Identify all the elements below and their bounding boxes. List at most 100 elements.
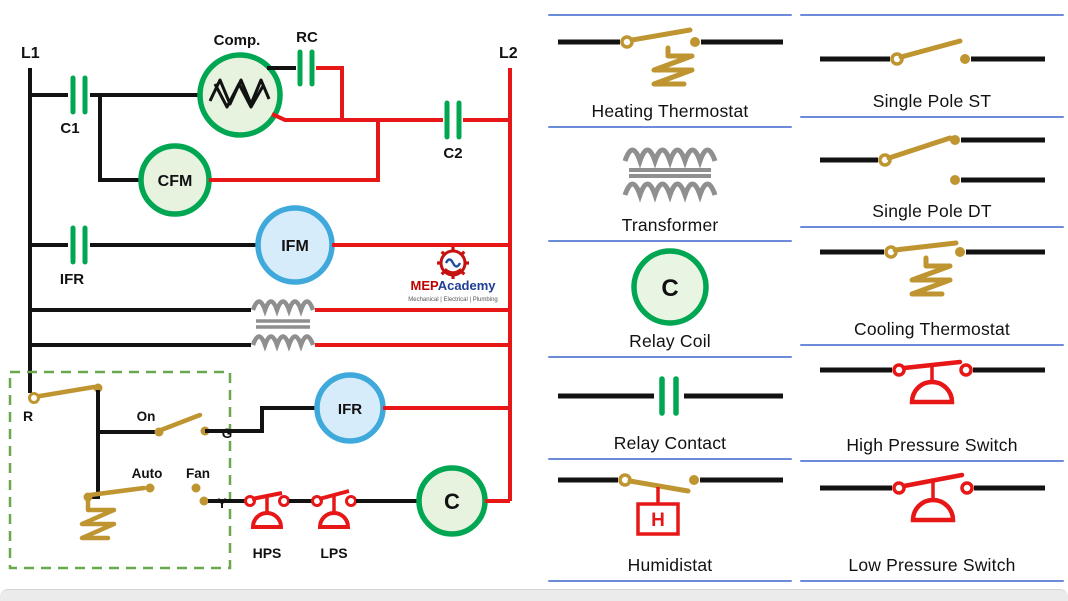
switch-pivot	[93, 383, 103, 393]
relay-contact-icon	[557, 375, 783, 416]
ifr-contact-label: IFR	[60, 271, 84, 288]
legend-label: Relay Contact	[613, 433, 727, 453]
ifr-contact	[70, 225, 88, 265]
logo-swoosh-icon	[444, 268, 462, 274]
legend-item-heating-thermostat: Heating Thermostat	[548, 16, 792, 126]
legend-item-humidistat: H Humidistat	[548, 460, 792, 580]
wire	[205, 406, 317, 433]
humidistat-icon: H	[557, 472, 783, 536]
legend-label: Transformer	[621, 215, 719, 235]
legend-item-low-pressure-switch: Low Pressure Switch	[800, 462, 1064, 580]
rc-capacitor	[297, 49, 315, 87]
legend-separator	[548, 240, 792, 242]
fan-switch-blade	[87, 485, 147, 498]
legend-label: Low Pressure Switch	[848, 555, 1016, 575]
legend-separator	[548, 580, 792, 582]
legend-item-single-pole-dt: Single Pole DT	[800, 118, 1064, 226]
legend-label: High Pressure Switch	[846, 435, 1018, 455]
svg-text:H: H	[651, 510, 665, 531]
c-coil-label: C	[444, 489, 460, 514]
relay-coil-icon: C	[631, 247, 709, 326]
y-terminal	[199, 496, 209, 506]
bottom-bar	[0, 589, 1068, 601]
hps-label: HPS	[253, 545, 282, 561]
c2-label: C2	[443, 145, 462, 162]
legend-label: Cooling Thermostat	[854, 319, 1010, 339]
single-pole-st-icon	[819, 38, 1045, 66]
comp-label: Comp.	[214, 32, 261, 49]
ifm-label: IFM	[281, 238, 309, 255]
logo-wave-icon	[444, 258, 462, 268]
legend-item-relay-coil: C Relay Coil	[548, 242, 792, 356]
l1-label: L1	[21, 45, 40, 62]
compressor-winding-icon	[208, 78, 271, 109]
auto-terminal	[145, 483, 155, 493]
on-switch-blade	[158, 412, 203, 433]
legend-column-2: Single Pole ST Single Pole DT	[800, 14, 1064, 582]
wire-red	[271, 112, 443, 122]
rc-label: RC	[296, 29, 318, 46]
legend-item-high-pressure-switch: High Pressure Switch	[800, 346, 1064, 460]
ifr-coil-label: IFR	[338, 401, 362, 418]
svg-text:C: C	[661, 275, 678, 302]
legend-label: Heating Thermostat	[591, 101, 749, 121]
legend-separator	[800, 14, 1064, 16]
legend-separator	[800, 226, 1064, 228]
compressor-motor	[197, 52, 283, 138]
l2-label: L2	[499, 45, 518, 62]
low-pressure-switch-icon	[819, 472, 1045, 522]
c1-contact	[70, 75, 88, 115]
lps-label: LPS	[320, 545, 347, 561]
wire-red	[209, 120, 380, 182]
wire-red	[316, 66, 344, 118]
legend-separator	[800, 344, 1064, 346]
thermostat-box	[8, 370, 232, 570]
legend-column-1: Heating Thermostat Transformer C Relay C…	[548, 14, 792, 582]
high-pressure-switch-icon	[819, 359, 1045, 404]
single-pole-dt-icon	[819, 134, 1045, 185]
legend-separator	[800, 460, 1064, 462]
logo-gear-teeth-icon	[437, 247, 469, 279]
fan-label: Fan	[186, 466, 210, 481]
legend-separator	[548, 126, 792, 128]
cooling-thermostat-icon	[819, 240, 1045, 296]
circuit-diagram: L1 L2 C1 Comp. RC C2 CFM	[8, 29, 518, 570]
y-label: Y	[217, 496, 226, 511]
auto-label: Auto	[132, 466, 163, 481]
legend-separator	[548, 458, 792, 460]
legend-separator	[800, 116, 1064, 118]
wire	[86, 432, 100, 499]
legend-label: Single Pole ST	[872, 91, 992, 111]
mep-academy-logo: MEPAcademy Mechanical | Electrical | Plu…	[408, 247, 498, 303]
c2-contact	[444, 100, 462, 140]
legend-separator	[800, 580, 1064, 582]
legend-separator	[548, 14, 792, 16]
legend-separator	[548, 356, 792, 358]
hps-switch	[244, 491, 290, 529]
legend-item-single-pole-st: Single Pole ST	[800, 16, 1064, 116]
r-switch-blade	[37, 384, 97, 399]
logo-wordmark: MEPAcademy	[410, 278, 496, 293]
wire	[98, 95, 141, 182]
legend-item-transformer: Transformer	[548, 128, 792, 240]
heating-thermostat-icon	[557, 27, 783, 86]
legend-label: Single Pole DT	[872, 201, 992, 221]
logo-tagline: Mechanical | Electrical | Plumbing	[408, 297, 498, 303]
cfm-label: CFM	[158, 173, 193, 190]
transformer-secondary-coil	[250, 334, 316, 352]
heating-element-icon	[79, 496, 117, 541]
on-label: On	[137, 409, 156, 424]
legend-item-relay-contact: Relay Contact	[548, 358, 792, 458]
r-label: R	[23, 408, 33, 424]
fan-terminal	[191, 483, 201, 493]
legend-label: Relay Coil	[629, 331, 711, 351]
legend-item-cooling-thermostat: Cooling Thermostat	[800, 228, 1064, 344]
legend-label: Humidistat	[627, 555, 713, 575]
transformer-icon	[622, 147, 718, 203]
transformer-core	[256, 319, 310, 329]
lps-switch	[311, 489, 357, 529]
r-terminal	[28, 392, 40, 404]
transformer-primary-coil	[250, 299, 316, 317]
g-label: G	[222, 426, 233, 441]
